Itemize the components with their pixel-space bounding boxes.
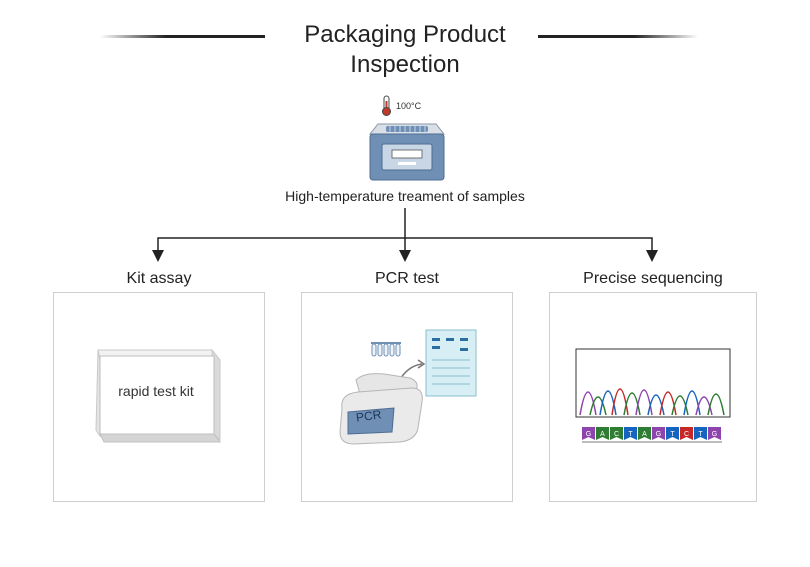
temperature-label: 100°C — [396, 101, 422, 111]
base-letter: G — [656, 431, 661, 438]
title-line-1: Packaging Product — [304, 21, 506, 48]
page-title: Packaging Product Inspection — [255, 20, 555, 80]
base-letter: T — [698, 431, 703, 438]
base-tag — [610, 427, 623, 440]
base-tag — [582, 427, 595, 440]
kit-box-label: rapid test kit — [118, 383, 194, 399]
base-letter: T — [628, 431, 633, 438]
step-label: High-temperature treament of samples — [285, 188, 525, 204]
base-tag — [680, 427, 693, 440]
base-letter: C — [684, 431, 689, 438]
title-rule-left — [100, 35, 265, 38]
pcr-tubes-icon — [371, 343, 401, 357]
base-tag — [694, 427, 707, 440]
title-rule-right — [538, 35, 698, 38]
base-tag — [652, 427, 665, 440]
base-strip-underline — [582, 441, 722, 443]
base-tag — [708, 427, 721, 440]
column-label-kit: Kit assay — [126, 270, 192, 287]
test-kit-box-icon — [95, 348, 222, 443]
connector-horizontal — [157, 237, 653, 256]
base-tag — [624, 427, 637, 440]
pcr-machine-icon — [339, 373, 423, 445]
base-letter: T — [670, 431, 675, 438]
pcr-illustration — [339, 329, 477, 445]
column-label-sequencing: Precise sequencing — [583, 270, 723, 287]
column-label-pcr: PCR test — [374, 270, 439, 287]
base-letter: A — [642, 431, 647, 438]
base-letter: A — [600, 431, 605, 438]
base-tag — [666, 427, 679, 440]
thermometer-icon — [382, 95, 391, 116]
base-tag — [596, 427, 609, 440]
base-letter: G — [712, 431, 717, 438]
base-letter: C — [614, 431, 619, 438]
heat-block-icon — [368, 123, 446, 181]
base-letter: G — [586, 431, 591, 438]
base-tag — [638, 427, 651, 440]
gel-image-icon — [425, 329, 477, 397]
title-line-2: Inspection — [350, 51, 460, 78]
